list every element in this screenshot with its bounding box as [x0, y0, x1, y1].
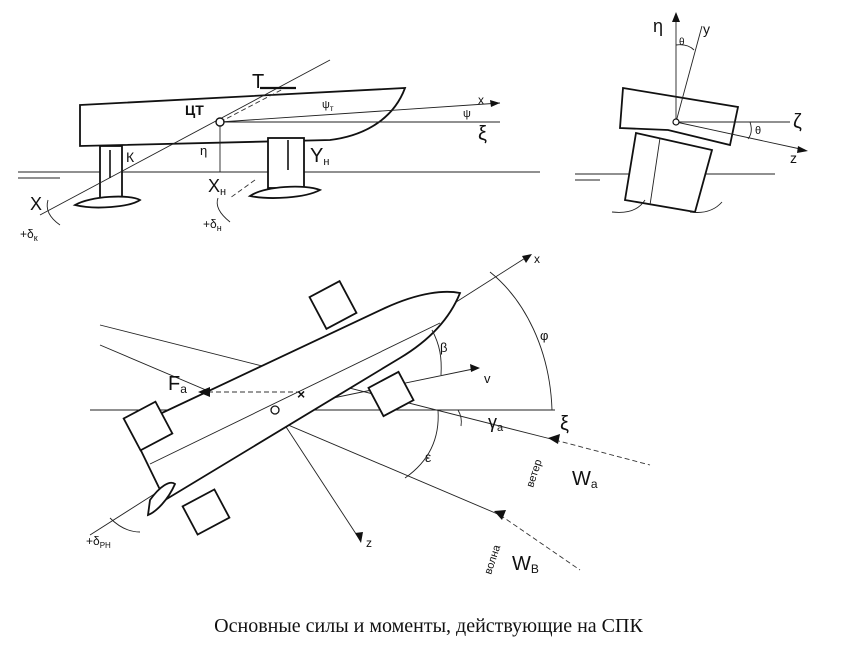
hull-front — [619, 86, 740, 147]
side-view: T ЦТ x ξ ψ ψт η Yн Xн +δн К X +δк — [18, 59, 540, 243]
wv-label: WB — [512, 553, 539, 576]
foil-right-front — [689, 201, 723, 213]
x-label-side: x — [478, 93, 484, 107]
cg-point — [215, 117, 225, 127]
z-axis-front — [675, 121, 806, 151]
y-n-label: Yн — [310, 145, 329, 168]
eta-arrow-front — [672, 12, 680, 22]
x-n-label: Xн — [208, 176, 226, 198]
delta-k-arc — [46, 199, 61, 226]
z-arrow-front — [797, 146, 808, 153]
z-label-front: z — [790, 150, 797, 166]
volna-label: волна — [482, 543, 503, 576]
rudder-top — [146, 481, 177, 517]
cg-top — [270, 405, 280, 415]
xi-label-top: ξ — [560, 413, 569, 435]
wave-direction-line — [99, 344, 501, 516]
delta-rn-label: +δPH — [86, 534, 111, 550]
eta-label-side: η — [200, 143, 207, 158]
wind-vector — [554, 439, 651, 466]
xi-label-side: ξ — [478, 123, 487, 145]
foil-top-fr — [308, 279, 358, 331]
x-arrow-top — [522, 254, 532, 263]
x-axis-side — [39, 59, 331, 216]
psi-label: ψ — [463, 108, 471, 120]
psi-t-label: ψт — [322, 99, 334, 113]
veter-label: ветер — [524, 458, 544, 489]
fa-point-mark: × — [297, 386, 305, 402]
y-k-partial-label: К — [126, 149, 135, 165]
stern-drag-arrow — [229, 179, 256, 199]
stern-strut — [267, 137, 305, 189]
bow-strut — [99, 145, 123, 199]
hull-side — [79, 87, 407, 147]
beta-label: β — [440, 340, 447, 355]
delta-rn-arc — [109, 517, 141, 533]
struts-front — [623, 131, 714, 214]
fa-label: Fa — [168, 373, 187, 396]
foil-top-rl — [181, 488, 231, 536]
wind-arrow — [548, 434, 560, 444]
v-arrow — [470, 364, 480, 372]
theta-top-label: θ — [679, 37, 685, 48]
bow-foil — [72, 195, 142, 209]
cg-label: ЦТ — [185, 102, 204, 118]
phi-label: φ — [540, 328, 548, 343]
foil-top-fl — [367, 370, 415, 418]
hull-centerline — [149, 322, 441, 465]
gamma-arc — [457, 409, 462, 427]
delta-n-label: +δн — [203, 217, 222, 233]
theta-arc-side — [747, 121, 752, 140]
strut-divider — [649, 137, 661, 206]
foil-left-front — [611, 199, 646, 213]
foil-top-rr — [122, 400, 174, 452]
beta-arc — [431, 329, 442, 376]
top-view: × x β φ v Fa γa ξ ε ветер Wa z +δPH волн… — [86, 252, 651, 576]
gamma-label: γa — [488, 412, 504, 434]
zeta-label: ζ — [793, 111, 802, 133]
fa-arrow — [198, 387, 210, 397]
y-label-front: y — [703, 21, 710, 37]
y-axis-front — [675, 25, 703, 123]
theta-side-label: θ — [755, 125, 761, 137]
delta-n-arc — [216, 197, 231, 223]
stern-foil — [247, 185, 323, 199]
phi-arc — [489, 271, 553, 411]
wa-label: Wa — [572, 468, 598, 491]
thrust-line — [219, 87, 286, 123]
x-label-top: x — [534, 252, 540, 266]
eps-label: ε — [425, 449, 431, 465]
delta-k-label: +δк — [20, 227, 38, 243]
thrust-label: T — [252, 71, 264, 93]
x-arrow-side — [490, 100, 500, 107]
hull-top — [128, 290, 462, 502]
eta-label-front: η — [653, 16, 663, 36]
wave-arrow — [494, 510, 506, 520]
z-arrow-top — [355, 532, 363, 543]
z-axis-top — [274, 409, 361, 541]
wave-vector — [499, 514, 581, 571]
x-k-label: X — [30, 194, 42, 214]
figure-caption: Основные силы и моменты, действующие на … — [214, 615, 643, 637]
eps-arc — [404, 409, 439, 479]
origin-front — [672, 118, 680, 126]
theta-arc-top — [675, 44, 695, 51]
v-label: v — [484, 371, 491, 386]
x-axis-side-2 — [219, 102, 501, 123]
z-label-top: z — [366, 536, 372, 550]
front-view: η y θ ζ θ z — [575, 12, 808, 214]
